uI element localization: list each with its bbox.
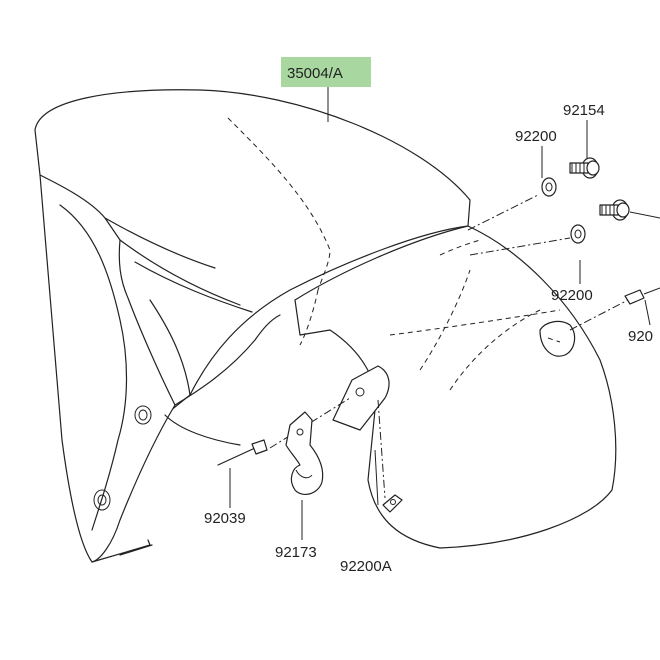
label-92200-top[interactable]: 92200 <box>515 128 557 145</box>
highlight-box <box>281 57 371 87</box>
grommet-92039 <box>217 439 268 466</box>
label-92154[interactable]: 92154 <box>563 102 605 119</box>
bolt-92154-top <box>569 157 600 179</box>
clamp-92200A <box>382 494 403 513</box>
label-92200-mid[interactable]: 92200 <box>551 287 593 304</box>
label-92173[interactable]: 92173 <box>275 544 317 561</box>
washer-92200-mid <box>570 224 586 244</box>
front-fender <box>34 89 617 563</box>
label-920-right[interactable]: 920 <box>628 328 653 345</box>
washer-92200-top <box>541 177 557 197</box>
leader-lines <box>229 87 660 540</box>
bolt-92154-mid <box>599 199 630 221</box>
label-92039[interactable]: 92039 <box>204 510 246 527</box>
bracket-92173 <box>285 411 324 496</box>
label-35004-A[interactable]: 35004/A <box>287 65 343 82</box>
label-92200A[interactable]: 92200A <box>340 558 392 575</box>
clip-920-right <box>624 287 660 305</box>
